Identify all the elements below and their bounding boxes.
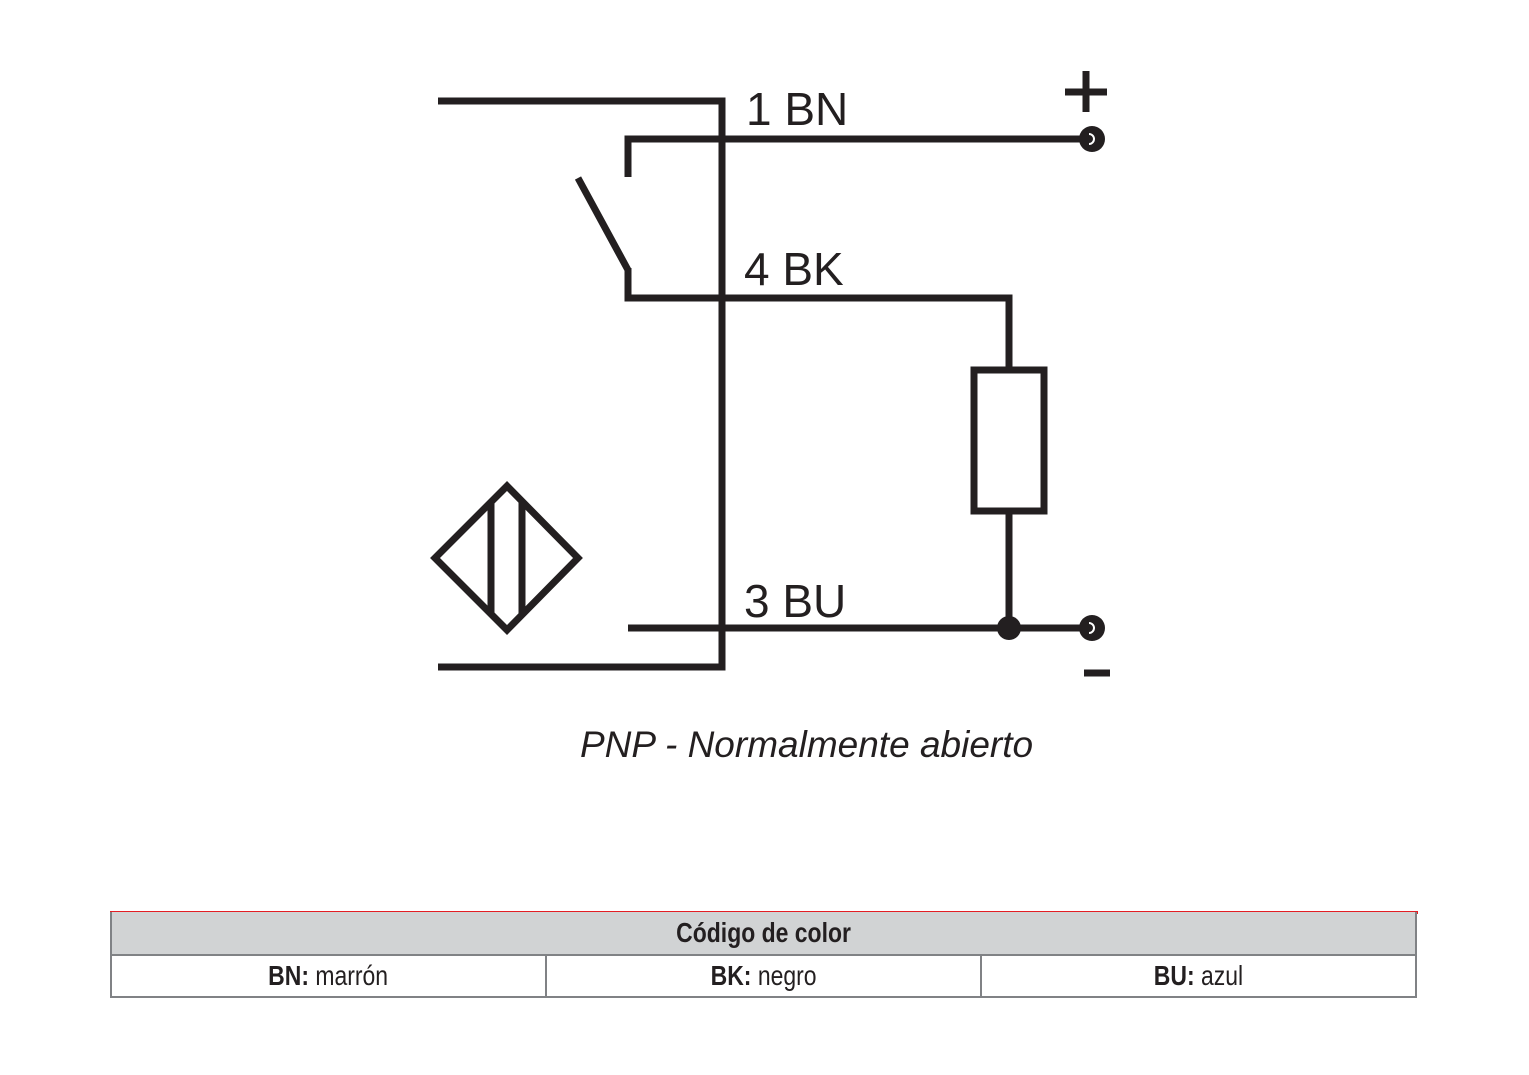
diagram-caption: PNP - Normalmente abierto [580,724,1033,765]
color-code-table: Código de color BN: marrón BK: negro BU:… [110,912,1417,998]
color-bk: negro [757,960,817,991]
code-bu: BU: [1153,960,1195,991]
code-bk: BK: [710,960,752,991]
pin-label-bn: 1 BN [746,83,848,135]
color-code-bn: BN: marrón [110,954,547,998]
color-code-bk: BK: negro [545,954,982,998]
color-bn: marrón [315,960,389,991]
wire-bk [624,268,1013,370]
terminal-minus-highlight [1088,622,1095,634]
wire-bn [624,135,1092,177]
wiring-diagram: 1 BN 4 BK 3 BU PNP - Normalmente abierto [430,71,1110,765]
terminal-plus-icon [1079,126,1105,152]
pin-label-bu: 3 BU [744,575,846,627]
inductive-sensor-icon [430,481,583,635]
terminal-plus-highlight [1088,133,1095,145]
load-resistor-icon [970,366,1048,515]
code-bn: BN: [268,960,310,991]
plus-icon [1065,71,1107,112]
color-code-bu: BU: azul [980,954,1417,998]
color-bu: azul [1201,960,1244,991]
switch-contact-icon [574,176,632,272]
color-code-header: Código de color [110,912,1417,956]
terminal-minus-icon [1079,615,1105,641]
sensor-housing-top [438,97,726,671]
pin-label-bk: 4 BK [744,243,844,295]
junction-dot-icon [997,616,1021,640]
